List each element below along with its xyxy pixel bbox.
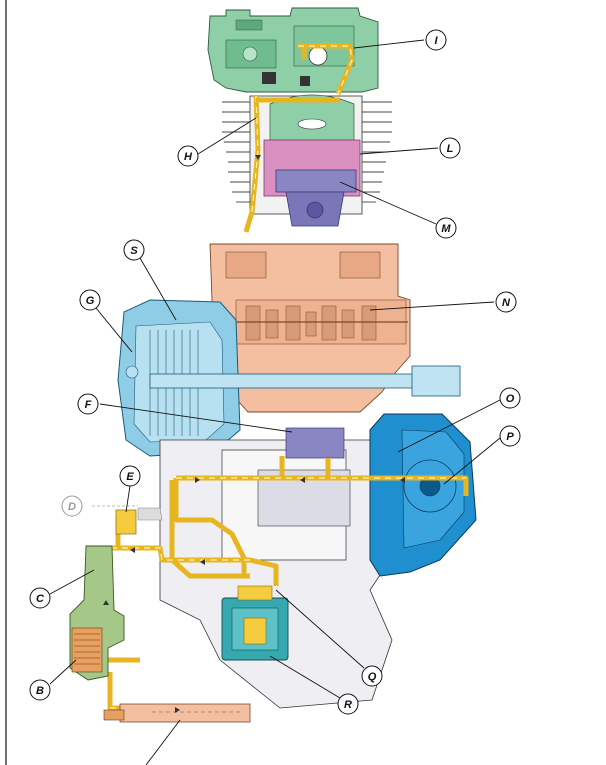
callout-F: F: [77, 393, 293, 433]
svg-text:R: R: [344, 699, 352, 711]
oil-strainer: [103, 703, 251, 723]
callout-M: M: [339, 181, 457, 239]
svg-text:S: S: [130, 245, 138, 257]
flow-arrows: [103, 155, 405, 713]
leader-bottom: [145, 719, 181, 765]
callout-B: B: [29, 659, 77, 701]
svg-text:H: H: [184, 151, 193, 163]
svg-text:L: L: [447, 143, 454, 155]
svg-text:N: N: [502, 297, 511, 309]
oil-pump: [69, 545, 125, 681]
callout-L: L: [359, 137, 461, 159]
piston: [275, 169, 357, 227]
svg-text:P: P: [506, 431, 514, 443]
callout-E: E: [119, 465, 141, 513]
svg-text:I: I: [434, 35, 438, 47]
callout-C: C: [29, 569, 95, 609]
crankcase-upper: [209, 243, 411, 413]
svg-text:M: M: [441, 223, 451, 235]
callout-G: G: [79, 289, 133, 353]
callout-Q: Q: [275, 589, 383, 687]
svg-text:E: E: [126, 471, 134, 483]
callout-O: O: [397, 387, 521, 453]
svg-text:D: D: [68, 501, 76, 513]
callout-N: N: [369, 291, 517, 313]
callout-P: P: [443, 425, 521, 485]
callout-I: I: [353, 29, 447, 51]
callout-S: S: [123, 239, 177, 321]
callout-R: R: [269, 655, 359, 715]
svg-text:B: B: [36, 685, 44, 697]
alternator-cover: [369, 413, 477, 577]
oil-filter: [221, 585, 289, 661]
svg-text:Q: Q: [368, 671, 377, 683]
svg-text:O: O: [506, 393, 515, 405]
callout-D: D: [61, 495, 83, 517]
svg-text:C: C: [36, 593, 45, 605]
oil-galleries: [100, 456, 469, 711]
svg-text:G: G: [86, 295, 95, 307]
svg-text:F: F: [85, 399, 92, 411]
callout-H: H: [177, 117, 257, 167]
